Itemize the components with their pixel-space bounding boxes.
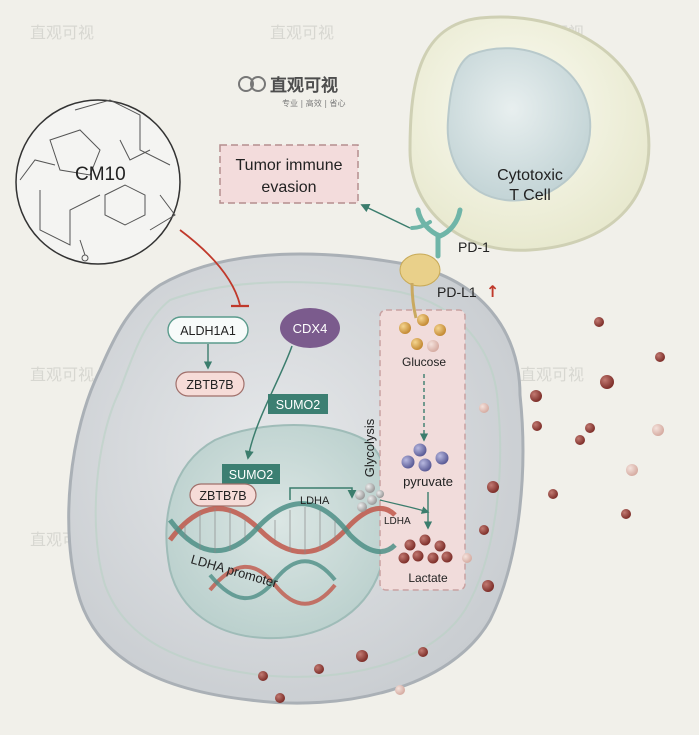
sumo2-outer-label: SUMO2 (276, 398, 321, 412)
sumo2-inner-label: SUMO2 (229, 468, 274, 482)
immune-evasion-line1: Tumor immune (236, 157, 343, 174)
watermark-text: 直观可视 (30, 365, 94, 384)
glucose-label: Glucose (402, 355, 446, 369)
sumo2-outer-node: SUMO2 (268, 394, 328, 414)
pd-1-receptor: PD-1 (410, 207, 490, 259)
pd-1-label: PD-1 (458, 239, 490, 255)
ldha-enzyme-cluster: LDHA (355, 483, 430, 527)
lactate-label: Lactate (408, 571, 448, 585)
glucose-cluster: Glucose (399, 314, 446, 369)
zbtb7b-top-label: ZBTB7B (186, 378, 233, 392)
ldha-arrow-label: LDHA (300, 495, 330, 507)
extracellular-lactate-dots (258, 317, 665, 703)
watermark-text: 直观可视 (270, 23, 334, 42)
logo-text: 直观可视 (270, 75, 338, 96)
watermark-text: 直观可视 (520, 365, 584, 384)
pyruvate-cluster: pyruvate (401, 443, 453, 489)
cdx4-node: CDX4 (280, 308, 340, 348)
t-cell-label-line1: Cytotoxic (497, 167, 563, 184)
cm10-molecule: CM10 (15, 99, 181, 265)
cytotoxic-t-cell: Cytotoxic T Cell (408, 15, 651, 252)
pd-l1-receptor: PD-L1 ↑ (399, 253, 499, 319)
watermark-text: 直观可视 (30, 23, 94, 42)
zbtb7b-node-top: ZBTB7B (175, 371, 245, 397)
sumo2-inner-node: SUMO2 (222, 464, 280, 484)
up-arrow-icon: ↑ (486, 282, 499, 301)
cm10-inhibition (179, 229, 249, 308)
cdx4-label: CDX4 (293, 321, 328, 336)
arrow-to-immune-evasion (360, 204, 411, 229)
immune-evasion-box: Tumor immune evasion (219, 144, 359, 204)
lactate-cluster: Lactate (398, 534, 453, 585)
pd-l1-label: PD-L1 (437, 284, 477, 300)
arrow-cdx4-to-sumo2 (244, 345, 293, 460)
t-cell-label-line2: T Cell (509, 187, 551, 204)
immune-evasion-line2: evasion (261, 179, 316, 196)
cm10-label: CM10 (75, 164, 126, 185)
logo-tagline: 专业 | 高效 | 省心 (282, 98, 346, 108)
zbtb7b-inner-label: ZBTB7B (199, 489, 246, 503)
zbtb7b-node-inner: ZBTB7B (189, 483, 257, 507)
glycolysis-label: Glycolysis (362, 418, 377, 477)
pyruvate-label: pyruvate (403, 474, 453, 489)
ldha-enzyme-label: LDHA (384, 516, 411, 527)
brand-logo: 直观可视 专业 | 高效 | 省心 (238, 75, 346, 108)
ldha-expression-arrow: LDHA (289, 487, 357, 507)
aldh1a1-node: ALDH1A1 (167, 316, 249, 344)
aldh1a1-label: ALDH1A1 (180, 324, 236, 338)
